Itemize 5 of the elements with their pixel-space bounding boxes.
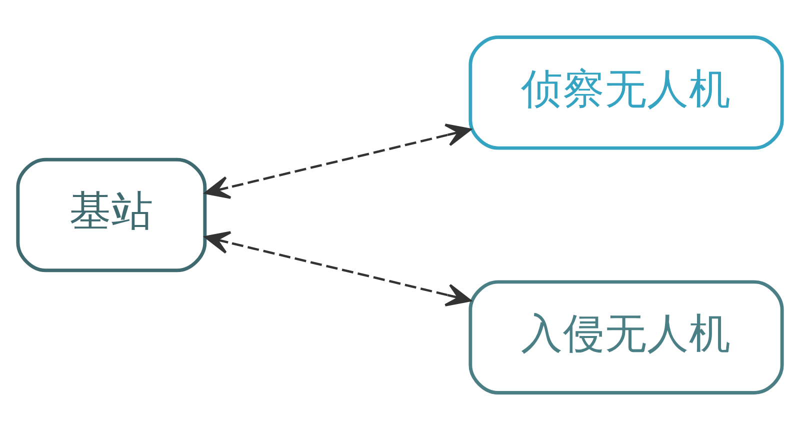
node-box: 侦察无人机	[468, 35, 784, 150]
arrow	[204, 230, 472, 306]
arrow	[204, 123, 472, 198]
node-box: 基站	[16, 157, 207, 272]
node-box: 入侵无人机	[468, 280, 784, 394]
